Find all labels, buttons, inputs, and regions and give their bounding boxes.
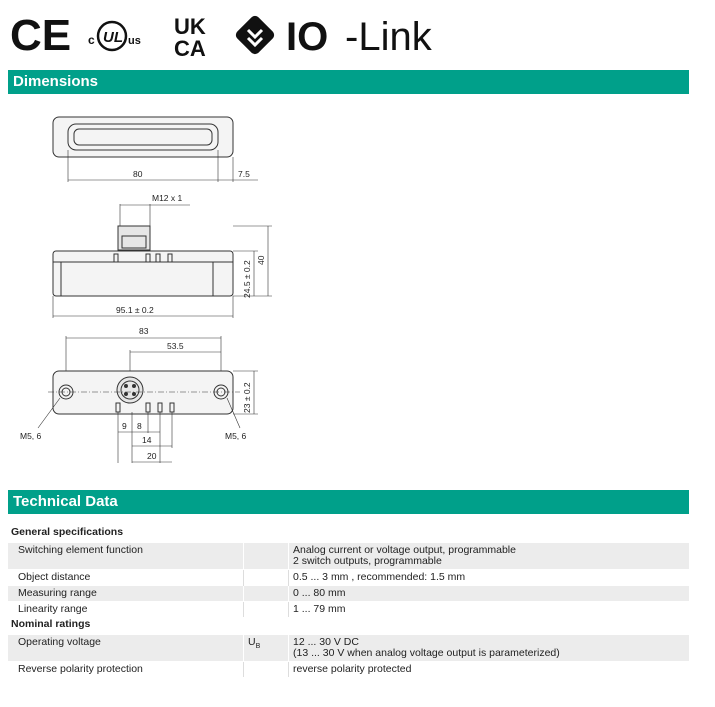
- dim-8-label: 8: [137, 421, 142, 431]
- svg-text:CE: CE: [10, 11, 71, 60]
- row-label: Measuring range: [8, 585, 244, 602]
- dim-53-5-label: 53.5: [167, 341, 184, 351]
- svg-text:UK: UK: [174, 14, 206, 39]
- top-view: [52, 116, 258, 182]
- dim-23-label: 23 ± 0.2: [242, 382, 252, 413]
- group-nominal-ratings: Nominal ratings: [8, 617, 689, 635]
- dim-14-label: 14: [142, 435, 152, 445]
- dim-9-label: 9: [122, 421, 127, 431]
- svg-text:CA: CA: [174, 36, 206, 60]
- dim-95-1-label: 95.1 ± 0.2: [116, 305, 154, 315]
- front-view: [37, 336, 258, 463]
- row-value: reverse polarity protected: [288, 661, 689, 677]
- table-row: Switching element function Analog curren…: [8, 542, 689, 570]
- ce-mark-icon: CE: [10, 11, 71, 60]
- dim-24-5-label: 24.5 ± 0.2: [242, 260, 252, 298]
- dim-83-label: 83: [139, 326, 149, 336]
- row-symbol: [243, 569, 289, 586]
- svg-text:us: us: [128, 35, 141, 47]
- row-value: 1 ... 79 mm: [288, 601, 689, 617]
- dim-40-label: 40: [256, 255, 266, 265]
- row-value: 0 ... 80 mm: [288, 585, 689, 602]
- row-symbol: [243, 542, 289, 570]
- row-label: Reverse polarity protection: [8, 661, 244, 677]
- group-title: Nominal ratings: [11, 618, 91, 630]
- iolink-diamond-icon: [235, 15, 275, 55]
- row-value: 12 ... 30 V DC (13 ... 30 V when analog …: [288, 634, 689, 662]
- row-label: Object distance: [8, 569, 244, 586]
- row-value: Analog current or voltage output, progra…: [288, 542, 689, 570]
- row-label: Linearity range: [8, 601, 244, 617]
- iolink-logo: IO -Link: [286, 15, 433, 59]
- side-view: [52, 204, 272, 318]
- dim-80-label: 80: [133, 169, 143, 179]
- row-value: 0.5 ... 3 mm , recommended: 1.5 mm: [288, 569, 689, 586]
- symbol-main: U: [248, 636, 256, 648]
- dim-20-label: 20: [147, 451, 157, 461]
- dimensions-header: Dimensions: [8, 70, 689, 94]
- group-general: General specifications: [8, 525, 689, 543]
- cul-us-mark-icon: c UL us: [88, 20, 141, 52]
- row-symbol: [243, 661, 289, 677]
- dim-7-5-label: 7.5: [238, 169, 250, 179]
- table-row: Reverse polarity protection reverse pola…: [8, 661, 689, 677]
- technical-data-header: Technical Data: [8, 490, 689, 514]
- table-row: Operating voltage UB 12 ... 30 V DC (13 …: [8, 634, 689, 662]
- table-row: Linearity range 1 ... 79 mm: [8, 601, 689, 617]
- svg-text:UL: UL: [103, 29, 123, 46]
- row-symbol: [243, 585, 289, 602]
- m5-right-label: M5, 6: [225, 431, 247, 441]
- table-row: Measuring range 0 ... 80 mm: [8, 585, 689, 602]
- certification-logos: CE c UL us UK CA IO -Link: [10, 11, 433, 60]
- svg-text:IO: IO: [286, 15, 328, 59]
- ukca-mark-icon: UK CA: [174, 14, 206, 60]
- row-label: Switching element function: [8, 542, 244, 570]
- m12-label: M12 x 1: [152, 193, 183, 203]
- row-symbol: [243, 601, 289, 617]
- symbol-sub: B: [255, 643, 261, 651]
- group-title: General specifications: [11, 526, 124, 538]
- dimension-drawing: 80 7.5 M12 x 1 40 24.5 ± 0.2 95.1 ± 0.2: [20, 116, 272, 463]
- table-row: Object distance 0.5 ... 3 mm , recommend…: [8, 569, 689, 586]
- technical-data-table: General specifications Switching element…: [8, 525, 689, 677]
- m5-left-label: M5, 6: [20, 431, 42, 441]
- svg-text:-Link: -Link: [345, 15, 433, 59]
- row-label: Operating voltage: [8, 634, 244, 662]
- row-symbol: UB: [243, 634, 289, 662]
- svg-text:c: c: [88, 33, 95, 47]
